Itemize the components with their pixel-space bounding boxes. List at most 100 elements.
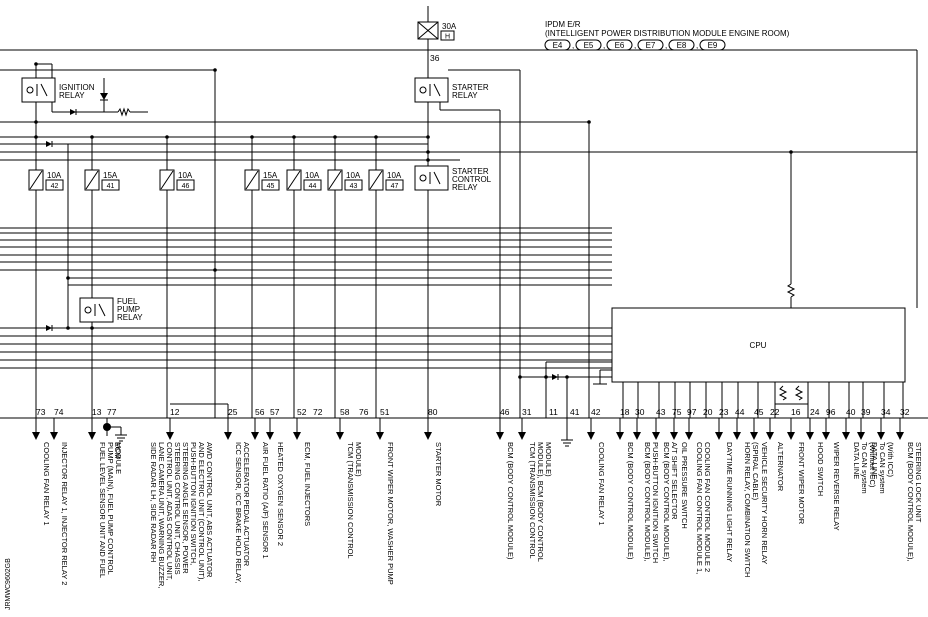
output-label: AIR FUEL RATIO (A/F) SENSOR 1 — [261, 442, 270, 559]
connector-list: E4 , E5 , E6 , E7 , E8 , E9 — [544, 39, 726, 51]
connector-separator: , — [665, 41, 667, 50]
pin-number: 39 — [861, 407, 871, 417]
relay-starter-control-label-1: STARTER — [452, 167, 489, 176]
output-label: BCM (BODY CONTROL MODULE),PUSH-BUTTON IG… — [643, 442, 660, 563]
output-label: DATA LINETo CAN system(Without ICC) — [852, 442, 877, 494]
pin-number: 58 — [340, 407, 350, 417]
pin-number: 16 — [791, 407, 801, 417]
pin-number: 32 — [900, 407, 910, 417]
output-labels: COOLING FAN RELAY 1 INJECTOR RELAY 1, IN… — [42, 442, 923, 588]
output-label: STARTER MOTOR — [434, 442, 443, 507]
fuse-id: 42 — [51, 183, 59, 190]
connector-label: E5 — [584, 41, 594, 50]
relay-fuel-pump: FUEL PUMP RELAY — [46, 297, 143, 331]
pin-number: 42 — [591, 407, 601, 417]
connector-separator: , — [603, 41, 605, 50]
pin-number: 41 — [570, 407, 580, 417]
pin-number: 25 — [228, 407, 238, 417]
pin-number: 72 — [313, 407, 323, 417]
output-label: INJECTOR RELAY 1, INJECTOR RELAY 2 — [60, 442, 69, 585]
relay-starter-control-label-3: RELAY — [452, 183, 478, 192]
output-label: COOLING FAN CONTROL MODULE 1,COOLING FAN… — [695, 442, 712, 574]
pin-number: 44 — [735, 407, 745, 417]
fuse-rating: 10A — [47, 171, 62, 180]
fuse-rating: 10A — [387, 171, 402, 180]
fuse-rating: 15A — [263, 171, 278, 180]
output-label: HORN RELAY, COMBINATION SWITCH(SPIRAL CA… — [743, 442, 760, 577]
pin-number: 73 — [36, 407, 46, 417]
main-fuse-pin: 36 — [430, 53, 440, 63]
pin-number: 74 — [54, 407, 64, 417]
pin-number: 11 — [549, 407, 558, 417]
pin-numbers: 73 74 13 77 12 25 56 57 52 72 58 76 51 8… — [36, 407, 910, 417]
fuse-id: 44 — [309, 183, 317, 190]
main-fuse-rating: 30A — [442, 22, 457, 31]
connector-separator: , — [634, 41, 636, 50]
output-label: TCM (TRANSMISSION CONTROLMODULE), BCM (B… — [528, 442, 553, 562]
fuse-42: 10A 42 — [28, 137, 64, 418]
pin-number: 40 — [846, 407, 856, 417]
output-label: DAYTIME RUNNING LIGHT RELAY — [725, 442, 734, 562]
output-label: BCM (BODY CONTROL MODULE),A/T SHIFT SELE… — [662, 442, 679, 562]
fuse-45: 15A 45 — [244, 137, 280, 418]
fuse-id: 46 — [182, 183, 190, 190]
connector-separator: , — [696, 41, 698, 50]
connector-label: E7 — [646, 41, 656, 50]
output-label: HOOD SWITCH — [816, 442, 825, 496]
ipdm-title: IPDM E/R — [545, 20, 581, 29]
fuse-id: 47 — [391, 183, 399, 190]
cpu-label: CPU — [750, 341, 767, 350]
relay-fuel-pump-label-2: PUMP — [117, 305, 140, 314]
fuse-rating: 15A — [103, 171, 118, 180]
output-label: TCM (TRANSMISSION CONTROLMODULE) — [346, 442, 363, 559]
fuse-id: 43 — [350, 183, 358, 190]
output-label: OIL PRESSURE SWITCH — [680, 442, 689, 529]
output-label: FRONT WIPER MOTOR, WASHER PUMP — [386, 442, 395, 585]
output-label: ICC SENSOR, ICC BRAKE HOLD RELAY,ACCELER… — [234, 442, 251, 583]
output-label: WIPER REVERSE RELAY — [832, 442, 841, 531]
cpu-pin-lines — [622, 382, 904, 418]
relay-starter-label-2: RELAY — [452, 91, 478, 100]
output-label: ECM — [113, 442, 122, 459]
output-label: BCM (BODY CONTROL MODULE) — [626, 442, 635, 560]
ipdm-header: IPDM E/R (INTELLIGENT POWER DISTRIBUTION… — [544, 20, 790, 51]
ipdm-subtitle: (INTELLIGENT POWER DISTRIBUTION MODULE E… — [545, 29, 790, 38]
pin-number: 46 — [500, 407, 510, 417]
pin-number: 23 — [719, 407, 729, 417]
output-label: FRONT WIPER MOTOR — [797, 442, 806, 525]
connector-label: E6 — [615, 41, 625, 50]
pin-number: 56 — [255, 407, 265, 417]
main-fuse-id: H — [445, 34, 450, 41]
output-label: VEHICLE SECURITY HORN RELAY — [760, 442, 769, 564]
pin-number: 51 — [380, 407, 390, 417]
relay-fuel-pump-label-1: FUEL — [117, 297, 138, 306]
pin-number: 24 — [810, 407, 820, 417]
fuse-rating: 10A — [305, 171, 320, 180]
output-label: ALTERNATOR — [776, 442, 785, 492]
pin-number: 75 — [672, 407, 682, 417]
relay-starter-control: STARTER CONTROL RELAY — [414, 165, 492, 192]
pin-number: 77 — [107, 407, 117, 417]
pin-number: 80 — [428, 407, 438, 417]
output-label: BCM (BODY CONTROL MODULE) — [506, 442, 515, 560]
main-fuse-30a: 30A H 36 — [417, 6, 457, 63]
pin-number: 12 — [170, 407, 180, 417]
pin-number: 30 — [635, 407, 645, 417]
pin-number: 76 — [359, 407, 369, 417]
pin-number: 34 — [881, 407, 891, 417]
fuse-id: 45 — [267, 183, 275, 190]
output-arrows — [32, 418, 904, 440]
relay-starter-label-1: STARTER — [452, 83, 489, 92]
connector-label: E4 — [553, 41, 563, 50]
pin-number: 57 — [270, 407, 280, 417]
pin-number: 13 — [92, 407, 102, 417]
connector-separator: , — [572, 41, 574, 50]
pin-number: 45 — [754, 407, 764, 417]
fuse-id: 41 — [107, 183, 115, 190]
connector-label: E9 — [708, 41, 718, 50]
fuse-row: 10A 42 15A 41 10A 46 — [28, 137, 404, 418]
fuse-41: 15A 41 — [84, 137, 120, 418]
output-label: DATA LINETo CAN system(With ICC) — [870, 442, 895, 494]
cpu-block: CPU — [518, 122, 906, 436]
